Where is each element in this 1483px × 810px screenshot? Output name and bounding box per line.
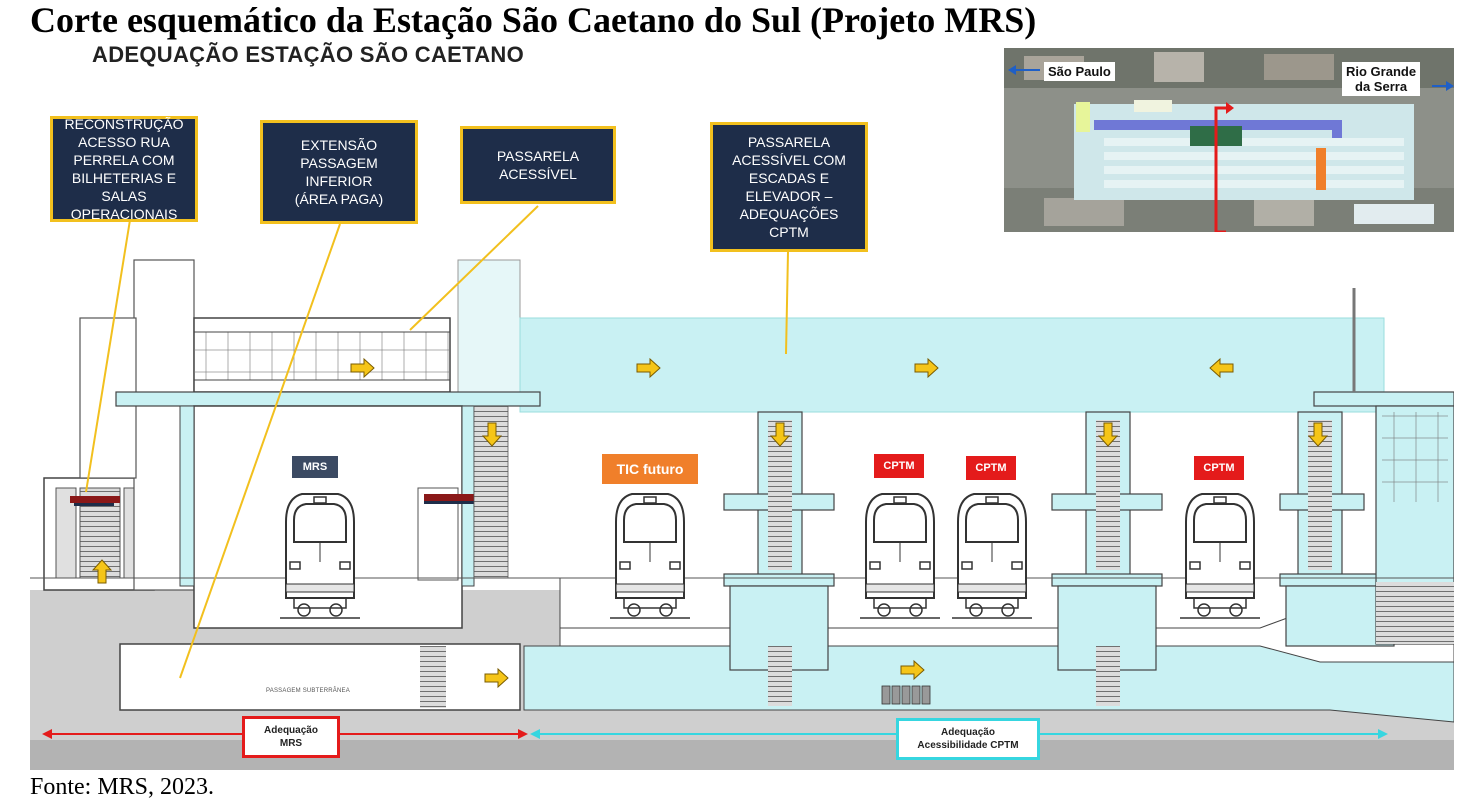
underground-passage-label: PASSAGEM SUBTERRÂNEA <box>266 688 350 694</box>
callout-line: PASSAGEM <box>300 155 378 171</box>
callout-line: PASSARELA <box>747 134 831 150</box>
callout-line: (ÁREA PAGA) <box>294 191 384 207</box>
arrow-right-icon <box>1432 81 1454 91</box>
inset-label-sao-paulo: São Paulo <box>1044 62 1115 81</box>
turnstiles-icon <box>881 685 931 705</box>
inset-label-line: da Serra <box>1355 79 1408 94</box>
aerial-inset-map: São Paulo Rio Grande da Serra <box>1004 48 1454 232</box>
tag-tic-futuro: TIC futuro <box>602 454 698 484</box>
footer-adequacao-cptm: Adequação Acessibilidade CPTM <box>896 718 1040 760</box>
callout-line: ESCADAS E <box>748 170 830 186</box>
section-drawing <box>30 205 1454 770</box>
callout-line: INFERIOR <box>305 173 373 189</box>
callout-line: ACESSO RUA <box>78 134 170 150</box>
callout-line: BILHETERIAS E SALAS <box>71 170 177 204</box>
callout-line: RECONSTRUÇÃO <box>64 116 184 132</box>
callout-line: CPTM <box>769 224 809 240</box>
arrow-left-icon <box>1008 65 1040 75</box>
callout-line: ACESSÍVEL COM <box>732 152 846 168</box>
station-section-figure: ADEQUAÇÃO ESTAÇÃO SÃO CAETANO RECONSTRUÇ… <box>30 42 1454 770</box>
footer-line: Adequação <box>264 725 318 736</box>
tag-cptm: CPTM <box>966 456 1016 480</box>
tag-cptm: CPTM <box>1194 456 1244 480</box>
callout-line: PASSARELA <box>496 148 580 164</box>
footer-line: MRS <box>279 738 303 749</box>
callout-line: OPERACIONAIS <box>70 206 178 222</box>
callout-passarela-acessivel: PASSARELA ACESSÍVEL <box>460 126 616 204</box>
footer-adequacao-mrs: Adequação MRS <box>242 716 340 758</box>
figure-caption: Fonte: MRS, 2023. <box>30 774 215 800</box>
inset-direction-arrows <box>1008 65 1454 91</box>
tag-mrs: MRS <box>292 456 338 478</box>
inset-label-line: Rio Grande <box>1346 64 1417 79</box>
callout-extensao-passagem: EXTENSÃO PASSAGEM INFERIOR (ÁREA PAGA) <box>260 120 418 224</box>
diagram-heading: ADEQUAÇÃO ESTAÇÃO SÃO CAETANO <box>92 42 525 67</box>
callout-line: PERRELA COM <box>73 152 175 168</box>
callout-line: ELEVADOR – <box>745 188 833 204</box>
page-title: Corte esquemático da Estação São Caetano… <box>30 0 1037 40</box>
footer-line: Acessibilidade CPTM <box>917 740 1019 751</box>
callout-line: ADEQUAÇÕES <box>739 206 839 222</box>
callout-passarela-cptm: PASSARELA ACESSÍVEL COM ESCADAS E ELEVAD… <box>710 122 868 252</box>
footer-line: Adequação <box>941 727 995 738</box>
inset-label-rio-grande: Rio Grande da Serra <box>1342 62 1421 96</box>
callout-line: ACESSÍVEL <box>499 166 577 182</box>
callout-reconstrucao-acesso: RECONSTRUÇÃO ACESSO RUA PERRELA COM BILH… <box>50 116 198 222</box>
tag-cptm: CPTM <box>874 454 924 478</box>
callout-line: EXTENSÃO <box>300 137 378 153</box>
